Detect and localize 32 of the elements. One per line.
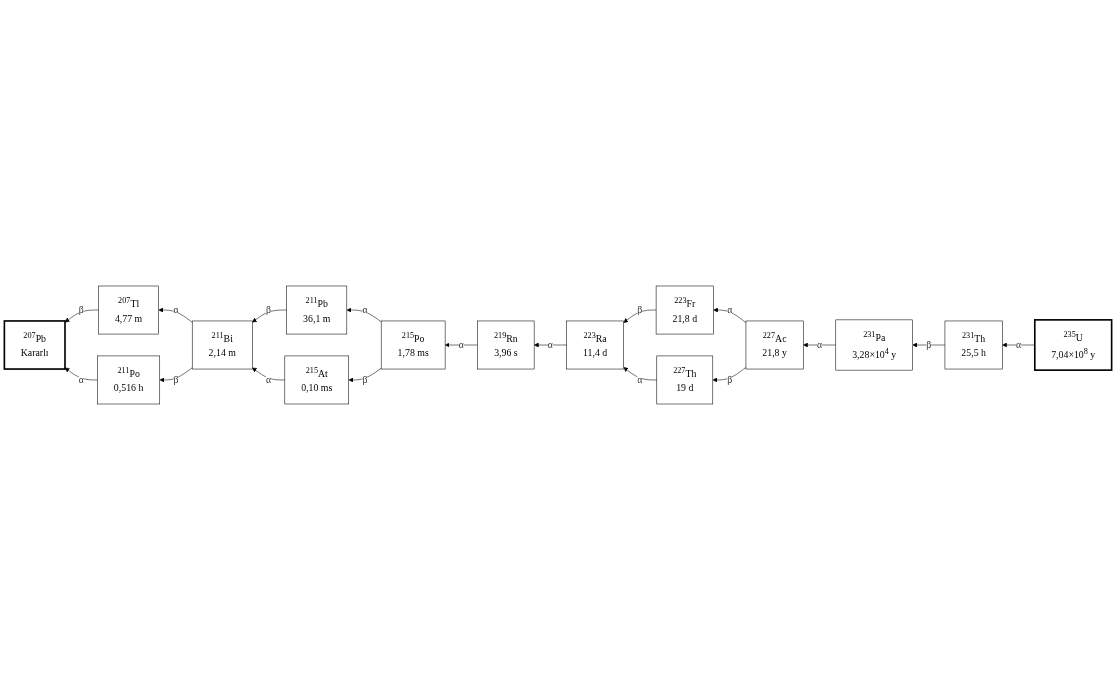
edge-label: α (637, 374, 643, 386)
edge-label: α (816, 339, 823, 351)
edge-label: β (926, 339, 932, 351)
node-box: $^{211}$Bi 2,14 m (191, 320, 253, 370)
node-box: $^{231}$Th 25,5 h (944, 320, 1003, 370)
edge-label: α (78, 374, 84, 386)
node-box: $^{231}$Pa 3,28×10$^{4}$ y (835, 319, 913, 371)
edge-label: α (547, 339, 553, 351)
node-box: $^{219}$Rn 3,96 s (477, 320, 535, 370)
edge-label: β (637, 304, 643, 316)
node-box: $^{211}$Pb 36,1 m (286, 285, 348, 335)
edge-label: α (458, 339, 464, 351)
edge-label: α (1015, 339, 1022, 351)
edge-label: β (727, 374, 733, 386)
node-box: $^{215}$At 0,10 ms (284, 355, 349, 405)
edge-label: β (78, 304, 84, 316)
node-box: $^{207}$Tl 4,77 m (98, 285, 159, 335)
node-box: $^{223}$Ra 11,4 d (566, 320, 624, 370)
node-box: $^{227}$Ac 21,8 y (745, 320, 804, 370)
edge-label: α (265, 374, 272, 386)
node-box: $^{215}$Po 1,78 ms (380, 320, 446, 370)
node-box: $^{223}$Fr 21,8 d (655, 285, 714, 335)
edge-label: α (173, 304, 179, 316)
edge-label: β (362, 374, 368, 386)
edge-label: α (727, 304, 733, 316)
edge-label: β (173, 374, 179, 386)
node-box: $^{207}$Pb Kararlı (3, 320, 66, 370)
node-box: $^{211}$Po 0,516 h (97, 355, 161, 405)
edge-label: β (266, 304, 272, 316)
edge-label: α (362, 304, 368, 316)
node-box: $^{227}$Th 19 d (656, 355, 714, 405)
node-box: $^{235}$U 7,04×10$^{8}$ y (1033, 319, 1113, 371)
